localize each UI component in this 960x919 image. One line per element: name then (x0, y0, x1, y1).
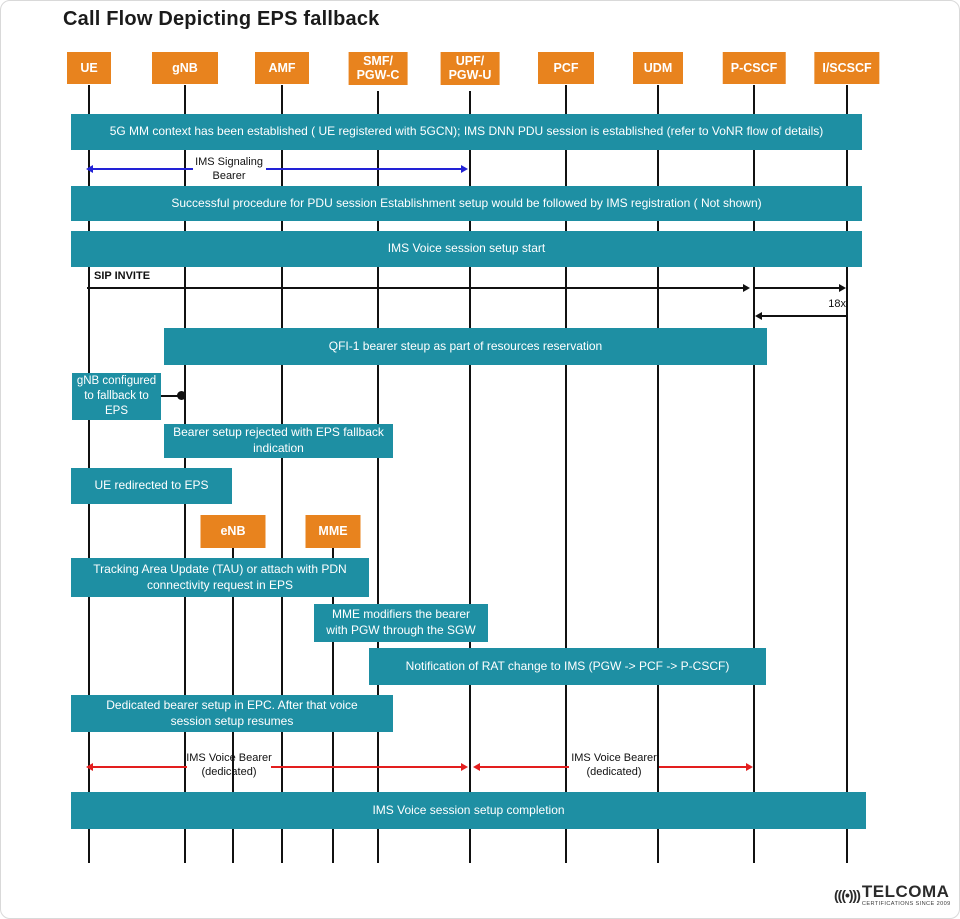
banner-bearer-rejected: Bearer setup rejected with EPS fallback … (164, 424, 393, 458)
logo-brand-text: TELCOMA (861, 882, 950, 901)
voice-bearer-right-arrowhead-right (746, 763, 753, 771)
banner-tau-attach: Tracking Area Update (TAU) or attach wit… (71, 558, 369, 597)
banner-rat-change: Notification of RAT change to IMS (PGW -… (369, 648, 766, 685)
entity-enb: eNB (200, 515, 266, 548)
18x-arrowhead (755, 312, 762, 320)
sip-invite-line-2 (754, 287, 839, 289)
ims-signaling-arrowhead-right (461, 165, 468, 173)
banner-mme-modifies: MME modifiers the bearer with PGW throug… (314, 604, 488, 642)
entity-ue: UE (67, 52, 111, 84)
entity-pcf: PCF (538, 52, 594, 84)
lifeline-udm (657, 85, 659, 863)
banner-voice-setup-start: IMS Voice session setup start (71, 231, 862, 267)
entity-gnb: gNB (152, 52, 218, 84)
banner-gnb-fallback: gNB configured to fallback to EPS (72, 373, 161, 420)
sip-invite-line (87, 287, 743, 289)
sip-invite-label: SIP INVITE (94, 270, 151, 282)
sip-invite-arrowhead-iscscf (839, 284, 846, 292)
voice-bearer-right-line-left (480, 766, 569, 768)
lifeline-amf (281, 85, 283, 863)
sip-invite-arrowhead-pcscf (743, 284, 750, 292)
entity-udm: UDM (633, 52, 683, 84)
18x-line (762, 315, 847, 317)
voice-bearer-right-line-right (659, 766, 746, 768)
ims-signaling-line-right (266, 168, 461, 170)
ims-signaling-bearer-label: IMS Signaling Bearer (195, 156, 263, 182)
entity-upf: UPF/ PGW-U (440, 52, 500, 85)
entity-mme: MME (305, 515, 361, 548)
signal-waves-icon: (((•))) (834, 887, 861, 903)
lifeline-pcscf (753, 85, 755, 863)
entity-amf: AMF (255, 52, 309, 84)
banner-pdu-establishment: Successful procedure for PDU session Est… (71, 186, 862, 221)
voice-bearer-left-arrowhead-left (86, 763, 93, 771)
voice-bearer-left-line-left (93, 766, 187, 768)
ims-signaling-line-left (93, 168, 193, 170)
voice-bearer-left-label: IMS Voice Bearer (dedicated) (186, 752, 272, 778)
ims-signaling-arrowhead-left (86, 165, 93, 173)
voice-bearer-left-line-right (271, 766, 461, 768)
page-title: Call Flow Depicting EPS fallback (63, 8, 380, 30)
voice-bearer-right-arrowhead-left (473, 763, 480, 771)
banner-dedicated-bearer: Dedicated bearer setup in EPC. After tha… (71, 695, 393, 732)
gnb-fallback-connector-line (161, 395, 179, 397)
voice-bearer-left-arrowhead-right (461, 763, 468, 771)
lifeline-smf (377, 91, 379, 863)
banner-ue-redirected: UE redirected to EPS (71, 468, 232, 504)
18x-label: 18x (828, 298, 846, 310)
banner-qfi1-bearer: QFI-1 bearer steup as part of resources … (164, 328, 767, 365)
logo-tagline: CERTIFICATIONS SINCE 2009 (861, 901, 951, 907)
banner-voice-completion: IMS Voice session setup completion (71, 792, 866, 829)
entity-pcscf: P-CSCF (722, 52, 786, 84)
lifeline-iscscf (846, 85, 848, 863)
voice-bearer-right-label: IMS Voice Bearer (dedicated) (571, 752, 657, 778)
lifeline-upf (469, 91, 471, 863)
telcoma-logo: (((•))) TELCOMA CERTIFICATIONS SINCE 200… (834, 883, 951, 907)
gnb-fallback-dot (177, 391, 186, 400)
banner-5g-mm-context: 5G MM context has been established ( UE … (71, 114, 862, 150)
lifeline-pcf (565, 85, 567, 863)
entity-iscscf: I/SCSCF (814, 52, 880, 84)
entity-smf: SMF/ PGW-C (348, 52, 408, 85)
